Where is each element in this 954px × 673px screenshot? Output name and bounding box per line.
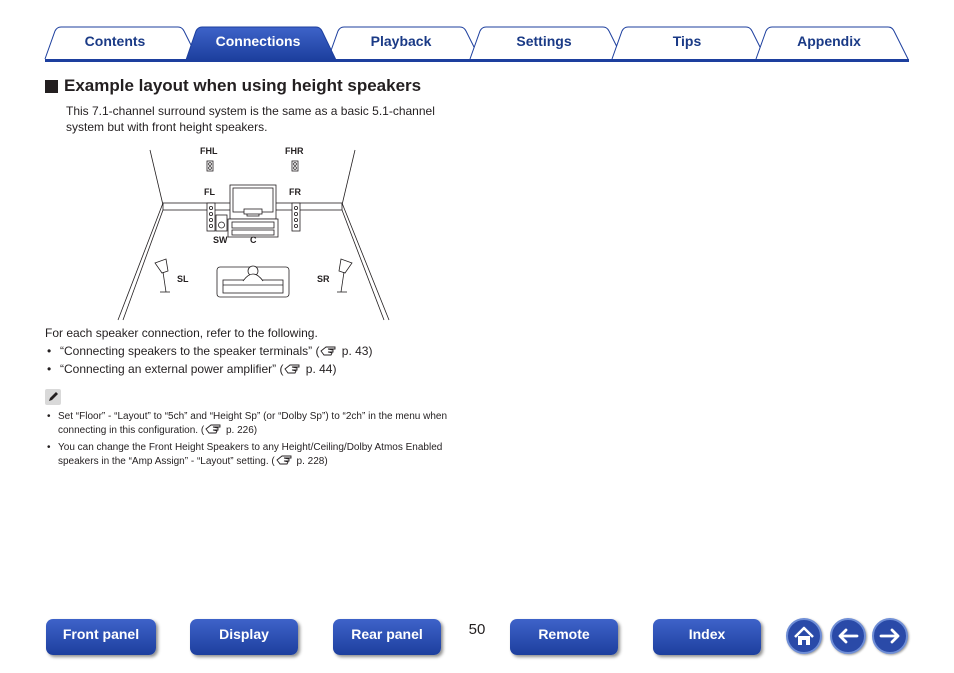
label-sr: SR xyxy=(317,274,330,284)
speaker-fhl-icon xyxy=(206,160,214,172)
tab-connections[interactable]: Connections xyxy=(215,33,301,49)
heading-square-icon xyxy=(45,79,58,93)
speaker-fhr-icon xyxy=(291,160,299,172)
tab-tips[interactable]: Tips xyxy=(672,33,702,49)
pencil-icon xyxy=(49,392,58,401)
reference-hand-icon[interactable] xyxy=(205,423,222,434)
tab-connections-shape xyxy=(185,26,337,61)
sofa-icon xyxy=(216,265,290,298)
wall-line-left-floor-inner xyxy=(122,209,164,321)
tab-settings[interactable]: Settings xyxy=(516,33,572,49)
ref-link-speaker-terminals[interactable]: “Connecting speakers to the speaker term… xyxy=(60,344,372,358)
note-text: Set “Floor” - “Layout” to “5ch” and “Hei… xyxy=(58,411,448,436)
list-item: “Connecting speakers to the speaker term… xyxy=(45,343,372,361)
tab-contents-shape xyxy=(44,26,199,60)
speaker-fl-icon xyxy=(206,202,216,232)
speaker-sl-icon xyxy=(154,258,170,293)
tab-playback[interactable]: Playback xyxy=(370,33,432,49)
wall-line-left-floor xyxy=(117,202,164,321)
section-heading: Example layout when using height speaker… xyxy=(45,76,421,96)
ref-text: “Connecting an external power amplifier”… xyxy=(60,362,284,376)
tab-baseline xyxy=(45,59,909,62)
note-text: You can change the Front Height Speakers… xyxy=(58,442,443,467)
label-c: C xyxy=(250,235,257,245)
wall-line-right-floor-inner xyxy=(341,209,385,321)
reference-hand-icon[interactable] xyxy=(276,454,293,465)
speaker-c-icon xyxy=(243,208,263,215)
ref-link-external-amp[interactable]: “Connecting an external power amplifier”… xyxy=(60,362,336,376)
tab-appendix-shape xyxy=(755,26,909,60)
home-button[interactable] xyxy=(786,618,822,654)
tab-settings-shape xyxy=(469,26,624,60)
forward-arrow-icon xyxy=(879,628,900,644)
back-button[interactable] xyxy=(830,618,866,654)
back-arrow-icon xyxy=(838,628,859,644)
tab-playback-shape xyxy=(327,26,481,60)
list-item: You can change the Front Height Speakers… xyxy=(45,441,465,468)
note-page[interactable]: p. 226) xyxy=(223,425,258,436)
rear-panel-button[interactable]: Rear panel xyxy=(333,619,441,655)
tab-bar-shapes xyxy=(44,26,909,62)
label-fr: FR xyxy=(289,187,301,197)
note-page[interactable]: p. 228) xyxy=(293,456,328,467)
speaker-layout-diagram: FHL FHR FL FR SW C SL SR xyxy=(110,145,400,330)
speaker-fr-icon xyxy=(291,202,301,232)
home-icon xyxy=(794,626,814,645)
page-number: 50 xyxy=(468,621,486,638)
ref-page: p. 43) xyxy=(338,344,373,358)
refer-list: “Connecting speakers to the speaker term… xyxy=(45,343,372,379)
tab-appendix[interactable]: Appendix xyxy=(797,33,861,49)
speaker-sr-icon xyxy=(337,258,353,293)
note-marker xyxy=(45,389,61,405)
speaker-sw-icon xyxy=(215,214,228,232)
list-item: “Connecting an external power amplifier”… xyxy=(45,361,372,379)
note-list: Set “Floor” - “Layout” to “5ch” and “Hei… xyxy=(45,410,465,472)
list-item: Set “Floor” - “Layout” to “5ch” and “Hei… xyxy=(45,410,465,437)
remote-button[interactable]: Remote xyxy=(510,619,618,655)
tab-tips-shape xyxy=(611,26,767,60)
label-sl: SL xyxy=(177,274,189,284)
display-button[interactable]: Display xyxy=(190,619,298,655)
reference-hand-icon xyxy=(320,346,336,356)
refer-intro: For each speaker connection, refer to th… xyxy=(45,326,318,340)
reference-hand-icon xyxy=(284,364,300,374)
wall-line-right-floor xyxy=(341,202,390,321)
room-drawing xyxy=(117,149,390,321)
label-fhr: FHR xyxy=(285,146,304,156)
tab-contents[interactable]: Contents xyxy=(84,33,146,49)
index-button[interactable]: Index xyxy=(653,619,761,655)
wall-line-right-back xyxy=(341,149,356,206)
tab-bar: Contents Connections Playback Settings T… xyxy=(0,0,954,64)
section-intro: This 7.1-channel surround system is the … xyxy=(66,104,435,134)
forward-button[interactable] xyxy=(872,618,908,654)
label-fhl: FHL xyxy=(200,146,218,156)
section-title: Example layout when using height speaker… xyxy=(64,76,422,95)
label-fl: FL xyxy=(204,187,215,197)
ref-page: p. 44) xyxy=(302,362,337,376)
front-panel-button[interactable]: Front panel xyxy=(46,619,156,655)
tv-icon xyxy=(227,184,279,238)
wall-line-left-back xyxy=(149,149,164,206)
ref-text: “Connecting speakers to the speaker term… xyxy=(60,344,320,358)
label-sw: SW xyxy=(213,235,228,245)
